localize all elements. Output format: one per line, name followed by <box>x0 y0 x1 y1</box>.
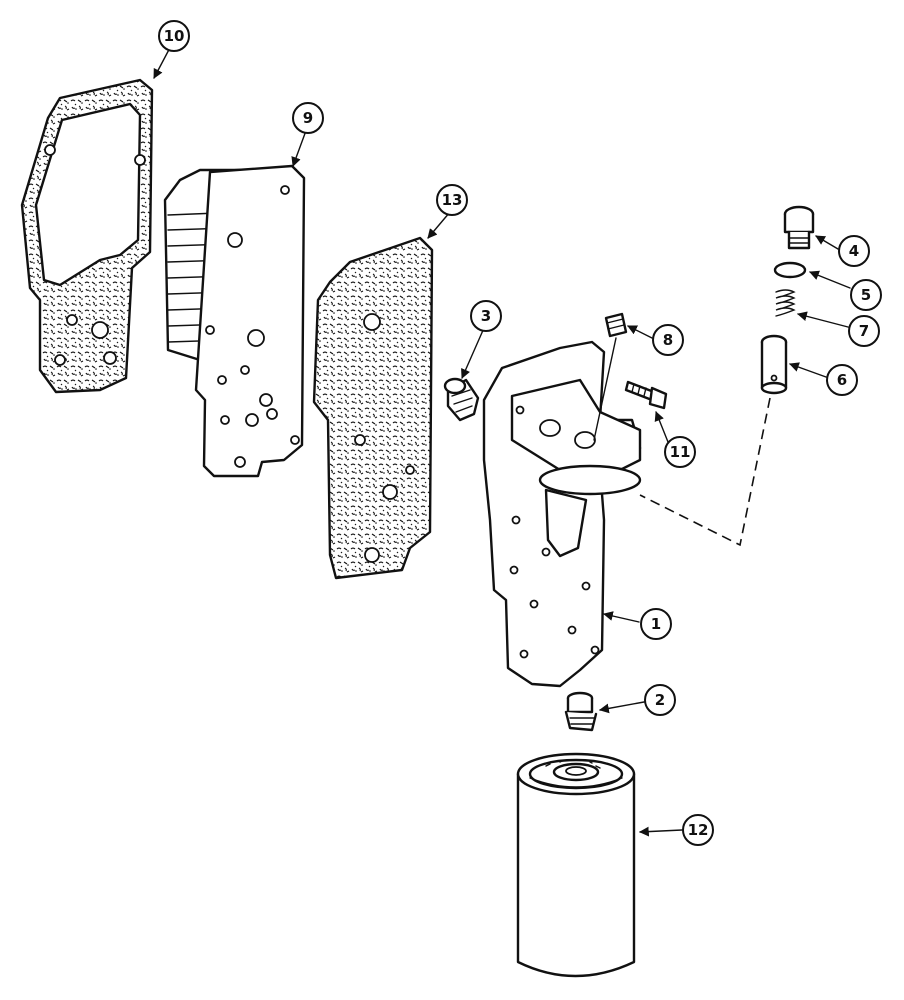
callout-4-label: 4 <box>849 242 859 260</box>
callout-11-label: 11 <box>670 443 691 461</box>
relief-valve-plunger <box>760 334 788 395</box>
plug <box>443 377 480 422</box>
callout-12: 12 <box>682 814 714 846</box>
assembly-path <box>639 397 771 547</box>
callout-10-label: 10 <box>164 27 185 45</box>
callout-10: 10 <box>158 20 190 52</box>
callout-2: 2 <box>644 684 676 716</box>
callout-9: 9 <box>292 102 324 134</box>
callout-8: 8 <box>652 324 684 356</box>
callout-3-label: 3 <box>481 307 491 325</box>
filter-adapter-nipple <box>564 691 598 732</box>
oil-cooler <box>163 164 306 478</box>
callout-7: 7 <box>848 315 880 347</box>
callout-4: 4 <box>838 235 870 267</box>
valve-plug <box>783 205 815 250</box>
bolt <box>624 380 668 410</box>
callout-13-label: 13 <box>442 191 463 209</box>
callout-3: 3 <box>470 300 502 332</box>
callout-9-label: 9 <box>303 109 313 127</box>
head-gasket <box>312 236 434 580</box>
callout-6-label: 6 <box>837 371 847 389</box>
callout-11: 11 <box>664 436 696 468</box>
callout-12-label: 12 <box>688 821 709 839</box>
callout-13: 13 <box>436 184 468 216</box>
callout-2-label: 2 <box>655 691 665 709</box>
callout-5: 5 <box>850 279 882 311</box>
oil-filter-head <box>482 340 642 688</box>
cooler-gasket <box>20 78 154 394</box>
sealing-washer <box>773 261 807 279</box>
oil-filter <box>516 752 636 978</box>
callout-7-label: 7 <box>859 322 869 340</box>
callout-1: 1 <box>640 608 672 640</box>
callout-8-label: 8 <box>663 331 673 349</box>
callout-1-label: 1 <box>651 615 661 633</box>
callout-6: 6 <box>826 364 858 396</box>
callout-5-label: 5 <box>861 286 871 304</box>
spring <box>775 289 796 317</box>
set-screw-plug <box>604 312 628 338</box>
